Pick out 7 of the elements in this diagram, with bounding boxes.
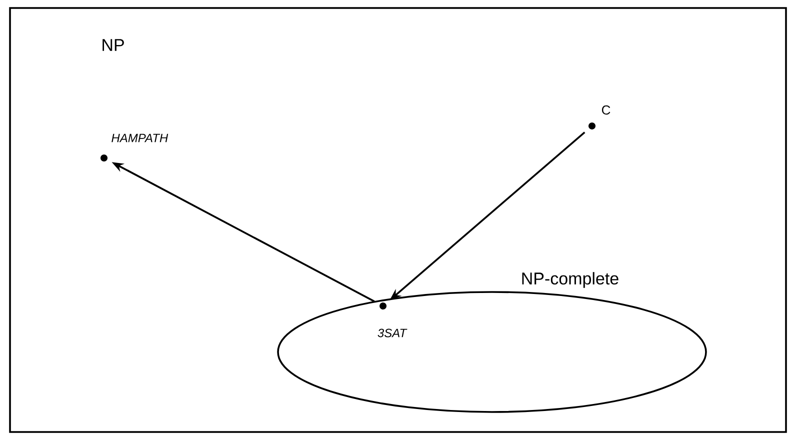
node-label: NP-complete [522, 272, 618, 288]
node-label: HAMPATH [112, 134, 168, 142]
point: HAMPATH [100, 134, 168, 162]
point: 3SAT [378, 302, 408, 338]
node-label: C [602, 105, 610, 115]
point: C [588, 105, 610, 130]
node-label: 3SAT [378, 328, 408, 338]
